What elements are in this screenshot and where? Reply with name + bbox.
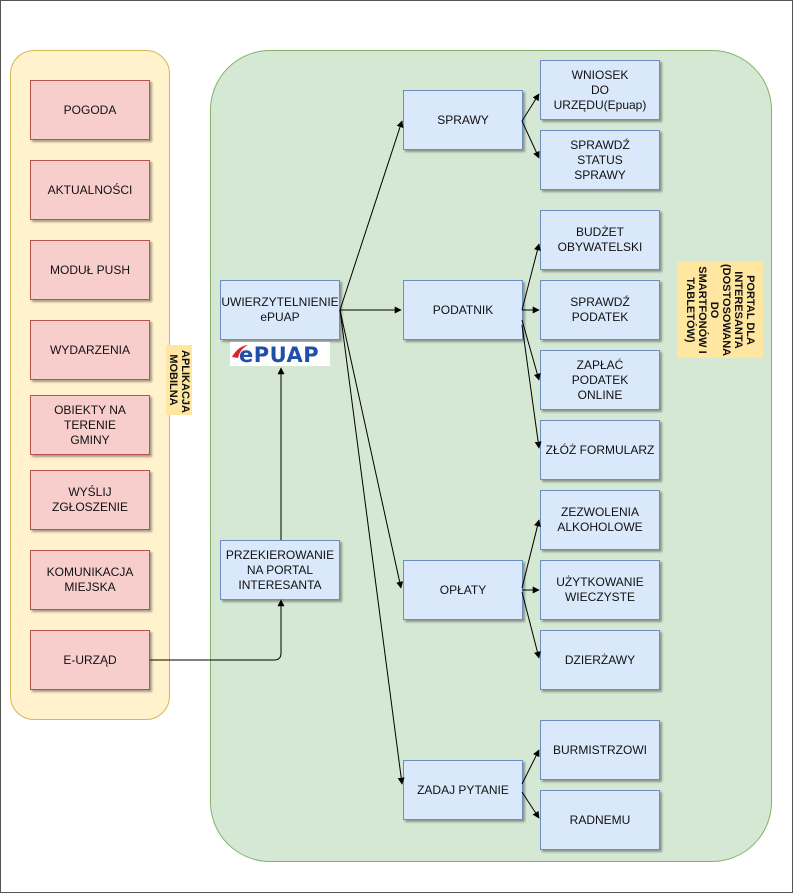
mobile-item-aktualnosci[interactable]: AKTUALNOŚCI bbox=[30, 160, 150, 220]
podatnik-sprawdz-podatek[interactable]: SPRAWDŹ PODATEK bbox=[540, 280, 660, 340]
mobile-item-obiekty[interactable]: OBIEKTY NA TERENIE GMINY bbox=[30, 395, 150, 455]
redirect-box[interactable]: PRZEKIEROWANIE NA PORTAL INTERESANTA bbox=[220, 540, 340, 600]
mobile-item-pogoda[interactable]: POGODA bbox=[30, 80, 150, 140]
epuap-logo: ePUAP bbox=[230, 342, 330, 366]
pytanie-burmistrzowi[interactable]: BURMISTRZOWI bbox=[540, 720, 660, 780]
portal-label: PORTAL DLA INTERESANTA (DOSTOSOWANA DO S… bbox=[677, 262, 763, 358]
auth-epuap-box[interactable]: UWIERZYTELNIENIE ePUAP bbox=[220, 280, 340, 340]
sprawy-wniosek[interactable]: WNIOSEK DO URZĘDU(Epuap) bbox=[540, 60, 660, 120]
mobile-app-label: APLIKACJA MOBILNA bbox=[166, 345, 192, 415]
mobile-item-e-urzad[interactable]: E-URZĄD bbox=[30, 630, 150, 690]
mobile-app-label-text: APLIKACJA MOBILNA bbox=[167, 350, 191, 413]
oplaty-dzierzawy[interactable]: DZIERŻAWY bbox=[540, 630, 660, 690]
category-sprawy[interactable]: SPRAWY bbox=[403, 90, 523, 150]
portal-container bbox=[210, 50, 772, 862]
mobile-item-wyslij-zgloszenie[interactable]: WYŚLIJ ZGŁOSZENIE bbox=[30, 470, 150, 530]
sprawy-sprawdz-status[interactable]: SPRAWDŹ STATUS SPRAWY bbox=[540, 130, 660, 190]
category-podatnik[interactable]: PODATNIK bbox=[403, 280, 523, 340]
mobile-item-modul-push[interactable]: MODUŁ PUSH bbox=[30, 240, 150, 300]
podatnik-zloz-formularz[interactable]: ZŁÓŻ FORMULARZ bbox=[540, 420, 660, 480]
portal-label-text: PORTAL DLA INTERESANTA (DOSTOSOWANA DO S… bbox=[684, 264, 756, 357]
podatnik-zaplac[interactable]: ZAPŁAĆ PODATEK ONLINE bbox=[540, 350, 660, 410]
category-zadaj-pytanie[interactable]: ZADAJ PYTANIE bbox=[403, 760, 523, 820]
mobile-item-wydarzenia[interactable]: WYDARZENIA bbox=[30, 320, 150, 380]
oplaty-uzytkowanie[interactable]: UŻYTKOWANIE WIECZYSTE bbox=[540, 560, 660, 620]
category-oplaty[interactable]: OPŁATY bbox=[403, 560, 523, 620]
pytanie-radnemu[interactable]: RADNEMU bbox=[540, 790, 660, 850]
mobile-app-container bbox=[10, 50, 170, 720]
svg-text:ePUAP: ePUAP bbox=[239, 343, 319, 366]
podatnik-budzet[interactable]: BUDŻET OBYWATELSKI bbox=[540, 210, 660, 270]
mobile-item-komunikacja[interactable]: KOMUNIKACJA MIEJSKA bbox=[30, 550, 150, 610]
oplaty-zezwolenia[interactable]: ZEZWOLENIA ALKOHOLOWE bbox=[540, 490, 660, 550]
